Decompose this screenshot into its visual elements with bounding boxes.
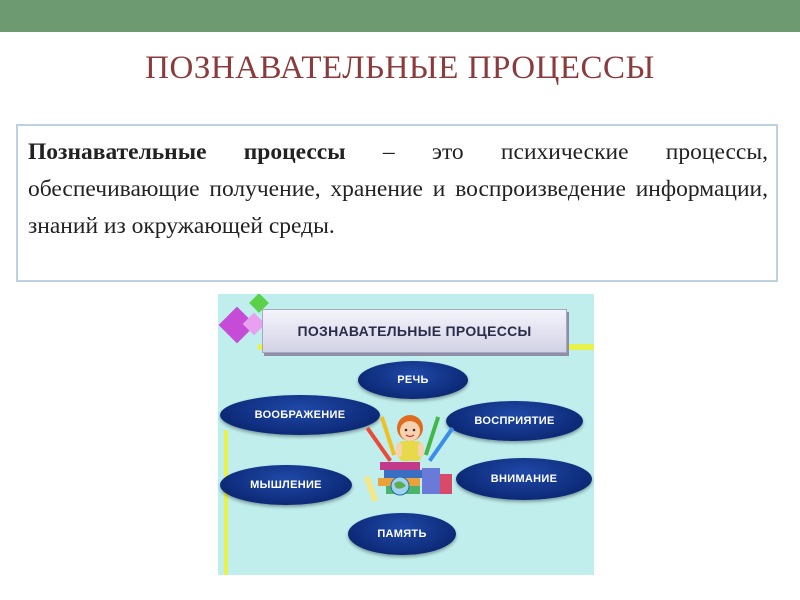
definition-text: Познавательные процессы – это психически… <box>28 134 768 245</box>
oval-attention: ВНИМАНИЕ <box>456 458 592 500</box>
decorative-stripe <box>224 430 228 575</box>
oval-thinking: МЫШЛЕНИЕ <box>220 465 352 505</box>
definition-term: Познавательные процессы <box>28 139 346 165</box>
cognitive-processes-diagram: ПОЗНАВАТЕЛЬНЫЕ ПРОЦЕССЫ РЕЧЬ ВООБРАЖЕНИЕ… <box>218 294 594 575</box>
slide-title: ПОЗНАВАТЕЛЬНЫЕ ПРОЦЕССЫ <box>145 50 655 86</box>
definition-box: Познавательные процессы – это психически… <box>16 124 778 282</box>
top-accent-bar <box>0 0 800 32</box>
oval-imagination: ВООБРАЖЕНИЕ <box>220 395 380 435</box>
diagram-header: ПОЗНАВАТЕЛЬНЫЕ ПРОЦЕССЫ <box>262 309 567 353</box>
oval-perception: ВОСПРИЯТИЕ <box>446 401 583 441</box>
definition-body: – это психические процессы, обеспечивающ… <box>28 139 768 239</box>
oval-speech: РЕЧЬ <box>358 361 468 399</box>
oval-memory: ПАМЯТЬ <box>348 513 456 555</box>
child-with-books-illustration <box>363 415 455 503</box>
